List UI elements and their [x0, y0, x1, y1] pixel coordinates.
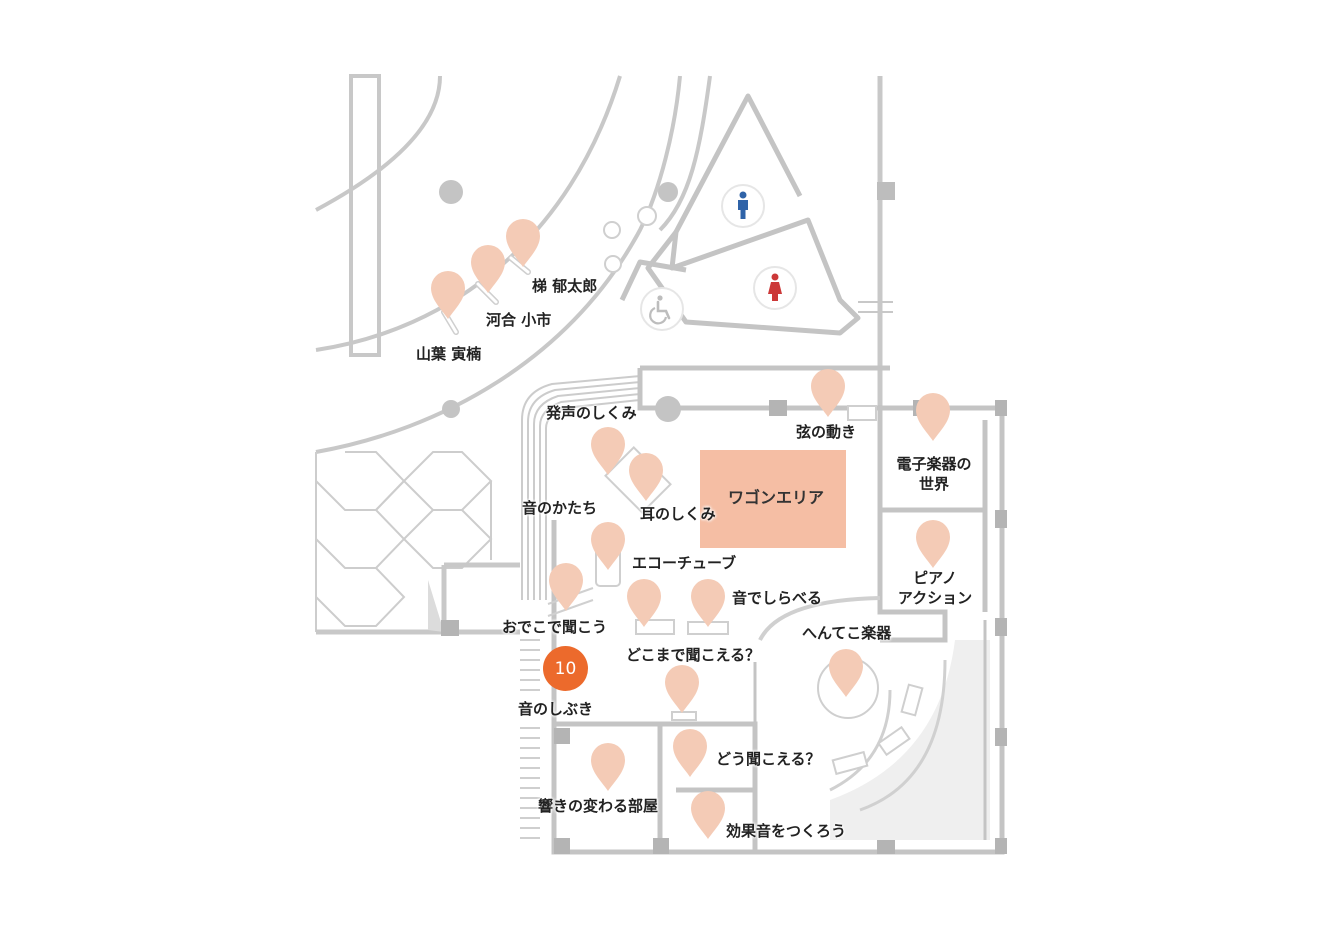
map-pin-icon: [471, 245, 505, 293]
male-person-icon: [738, 191, 748, 219]
map-pin-string-motion[interactable]: [810, 368, 846, 418]
map-pin-icon: [591, 743, 625, 791]
men-restroom[interactable]: [721, 184, 765, 228]
map-pin-sound-effects[interactable]: [690, 790, 726, 840]
map-pin-voice-mechanism[interactable]: [590, 426, 626, 476]
map-pin-icon: [591, 522, 625, 570]
map-pin-echo-tube[interactable]: [590, 521, 626, 571]
map-pin-icon: [691, 579, 725, 627]
map-pin-how-heard[interactable]: [672, 728, 708, 778]
accessible-restroom[interactable]: [640, 287, 684, 331]
map-pin-icon: [916, 393, 950, 441]
map-pin-icon: [591, 427, 625, 475]
map-pin-forehead-listening[interactable]: [548, 562, 584, 612]
exhibit-label-investigate-sound: 音でしらべる: [732, 589, 823, 607]
exhibit-label-piano-action: ピアノ アクション: [897, 569, 973, 608]
exhibit-label-splash-sound: 音のしぶき: [518, 700, 594, 718]
exhibit-label-string-motion: 弦の動き: [796, 423, 857, 441]
map-pin-investigate-sound[interactable]: [690, 578, 726, 628]
female-person-icon: [768, 273, 782, 301]
exhibit-label-ear-mechanism: 耳のしくみ: [640, 505, 716, 523]
women-restroom[interactable]: [753, 266, 797, 310]
map-pin-ear-mechanism[interactable]: [628, 452, 664, 502]
exhibit-label-electronic-instruments: 電子楽器の 世界: [896, 455, 972, 494]
map-pin-icon: [431, 271, 465, 319]
map-pin-icon: [916, 520, 950, 568]
map-pin-icon: [629, 453, 663, 501]
wagon-area: [700, 450, 846, 548]
exhibit-label-voice-mechanism: 発声のしくみ: [546, 404, 637, 422]
map-pin-icon: [549, 563, 583, 611]
exhibit-label-weird-instruments: へんてこ楽器: [802, 624, 892, 642]
map-pin-icon: [665, 665, 699, 713]
map-pin-splash-sound[interactable]: [664, 664, 700, 714]
memorial-label-yamaha: 山葉 寅楠: [416, 345, 482, 363]
current-exhibit-badge[interactable]: 10: [543, 646, 588, 691]
wagon-area-label: ワゴンエリア: [728, 488, 825, 507]
map-pin-how-far[interactable]: [626, 578, 662, 628]
map-pin-weird-instruments[interactable]: [828, 648, 864, 698]
map-pin-resonance-room[interactable]: [590, 742, 626, 792]
exhibit-label-echo-tube: エコーチューブ: [632, 554, 737, 572]
exhibit-label-how-far: どこまで聞こえる？: [626, 646, 761, 664]
map-pin-piano-action[interactable]: [915, 519, 951, 569]
exhibit-label-sound-effects: 効果音をつくろう: [726, 822, 847, 840]
map-pin-icon: [811, 369, 845, 417]
exhibit-label-resonance-room: 響きの変わる部屋: [538, 797, 659, 815]
map-pin-icon: [627, 579, 661, 627]
map-pin-icon: [829, 649, 863, 697]
memorial-label-kawai: 河合 小市: [486, 311, 552, 329]
map-pin-memorial-1[interactable]: [505, 218, 541, 268]
wheelchair-icon: [649, 295, 671, 325]
exhibit-label-how-heard: どう聞こえる？: [716, 750, 821, 768]
map-pin-icon: [506, 219, 540, 267]
map-pin-memorial-3[interactable]: [430, 270, 466, 320]
memorial-label-kakehashi: 梯 郁太郎: [532, 277, 598, 295]
exhibit-label-forehead-listening: おでこで聞こう: [502, 618, 608, 636]
map-pin-icon: [673, 729, 707, 777]
map-pin-electronic-instruments[interactable]: [915, 392, 951, 442]
exhibit-label-sound-shape: 音のかたち: [522, 499, 598, 517]
map-pin-icon: [691, 791, 725, 839]
map-pin-memorial-2[interactable]: [470, 244, 506, 294]
